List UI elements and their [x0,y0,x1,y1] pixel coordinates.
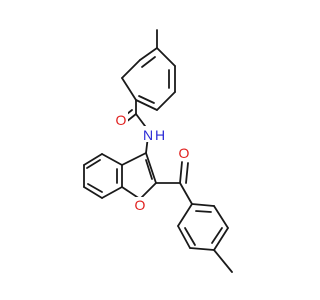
bond-ring-bottom [189,247,215,251]
atom-layer: O N H O O [114,112,191,213]
amide-hydrogen-label: H [155,127,165,143]
bond-ring-top [135,99,158,111]
bond-benzo [86,159,101,169]
furan-oxygen-label: O [135,197,146,213]
bond-ring-bottom [211,227,223,244]
bond-furan [145,159,153,180]
bond-furan [145,152,157,184]
bond-layer [83,29,233,273]
bond-ring-top [141,56,156,68]
bond-ketone-aryl [179,182,193,205]
bond-ketone-co [179,161,183,184]
bond-benzo [83,153,103,166]
bond-ring-top [121,59,141,79]
molecule-canvas: O N H O O [83,29,233,273]
bond-benzo [101,186,123,199]
bond-ring-top [138,95,155,104]
bond-ring-top [139,47,158,61]
bond-ring-bottom [213,227,229,251]
bond-benzo [101,153,123,166]
bond-ring-bottom [213,205,229,229]
bond-ring-bottom [177,203,193,227]
bond-methyl-bottom [213,249,233,273]
bond-ring-bottom [177,225,191,249]
bond-ring-bottom [184,227,196,246]
bond-ketone-co [185,162,189,184]
amide-oxygen-label: O [116,112,127,128]
bond-ring-top [121,77,137,101]
amide-nitrogen-label: N [143,127,153,143]
bond-furan [139,182,157,200]
bond-benzo [87,183,103,193]
bond-furan [121,152,147,166]
bond-ring-top [156,91,176,111]
ketone-oxygen-label: O [179,145,190,161]
bond-benzo [83,186,103,199]
bond-ring-bottom [195,210,212,213]
bond-ring-top [156,47,176,67]
bond-ring-bottom [191,203,215,207]
structure-diagram: O N H O O [83,29,233,273]
